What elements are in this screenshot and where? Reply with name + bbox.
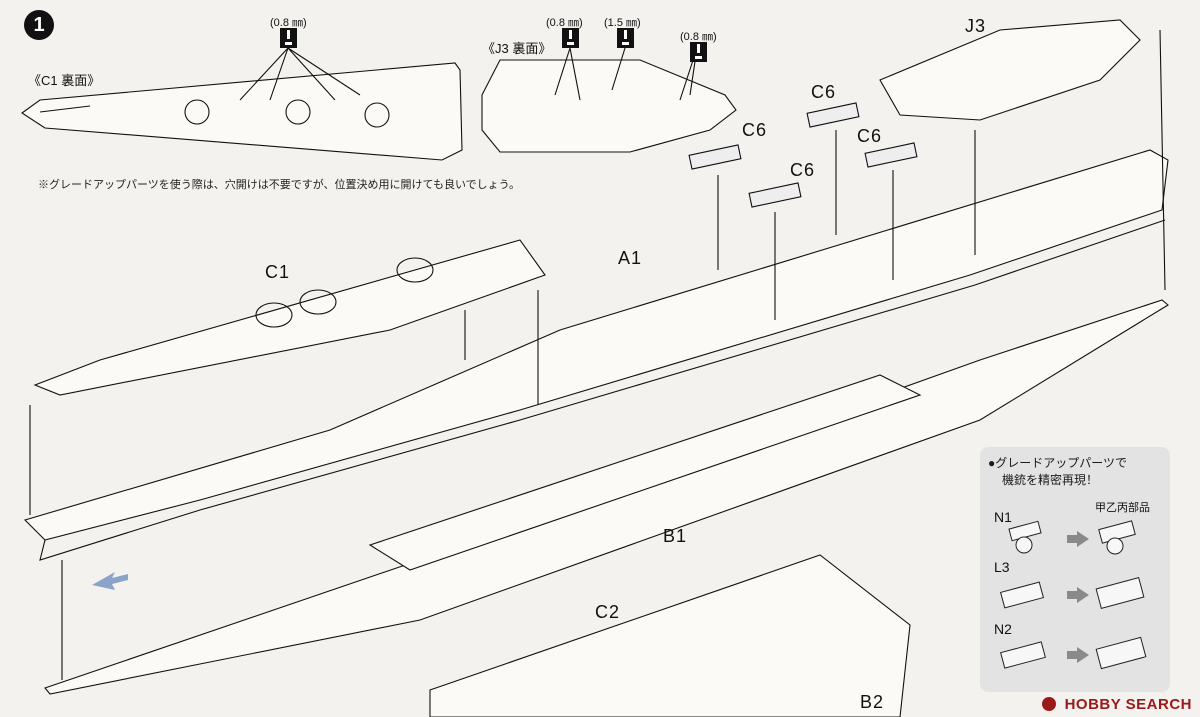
- drill-size-label: (0.8 ㎜): [270, 17, 307, 29]
- upgrade-parts-panel: ●グレードアップパーツで 機銃を精密再現！ 甲乙丙部品 N1 L3 N2: [980, 447, 1170, 692]
- upgrade-panel-title-line1: ●グレードアップパーツで: [988, 456, 1128, 470]
- upgrade-panel-title-line2: 機銃を精密再現！: [1002, 473, 1099, 487]
- part-label-c2: C2: [595, 602, 621, 622]
- j3-underside-label: 《J3 裏面》: [482, 41, 552, 56]
- part-label-b1: B1: [663, 526, 688, 546]
- c6-part-4: [864, 142, 918, 168]
- c6-part-2: [748, 182, 802, 208]
- part-label-j3: J3: [965, 16, 987, 36]
- step-number-badge: 1: [24, 10, 54, 40]
- j3-underside-outline: [481, 59, 737, 153]
- drill-icon: [562, 28, 579, 48]
- c6-part-1: [688, 144, 742, 170]
- part-label-c6: C6: [742, 120, 768, 140]
- c2-deck-outline: [429, 554, 911, 717]
- j3-deck-outline: [879, 19, 1141, 121]
- part-label-b2: B2: [860, 692, 885, 712]
- drill-size-label: (0.8 ㎜): [546, 17, 583, 29]
- c1-deck-outline: [33, 239, 546, 396]
- c6-part-3: [806, 102, 860, 128]
- arrow-right-icon: [1067, 587, 1089, 603]
- drill-icon: [690, 42, 707, 62]
- watermark-text: HOBBY SEARCH: [1064, 696, 1192, 713]
- arrow-right-icon: [1067, 531, 1089, 547]
- bow-direction-arrow: [92, 572, 128, 590]
- upgrade-gun-sketches: [999, 520, 1147, 670]
- upgrade-column-header: 甲乙丙部品: [1095, 502, 1150, 514]
- part-label-c6: C6: [790, 160, 816, 180]
- upgrade-row-part: L3: [994, 559, 1010, 575]
- drill-icon: [617, 28, 634, 48]
- part-label-c6: C6: [811, 82, 837, 102]
- hobbysearch-logo-icon: [1041, 697, 1056, 711]
- upgrade-panel-title: ●グレードアップパーツで 機銃を精密再現！: [988, 455, 1163, 489]
- c1-underside-outline: [21, 62, 463, 161]
- drill-size-label: (1.5 ㎜): [604, 17, 641, 29]
- upgrade-row-part: N2: [994, 621, 1012, 637]
- upgrade-row-part: N1: [994, 509, 1012, 525]
- part-label-c1: C1: [265, 262, 291, 282]
- part-label-c6: C6: [857, 126, 883, 146]
- a1-deck-outline: [23, 149, 1169, 541]
- part-label-a1: A1: [618, 248, 643, 268]
- drill-size-label: (0.8 ㎜): [680, 31, 717, 43]
- watermark: HOBBY SEARCH: [1041, 696, 1192, 713]
- drilling-note: ※グレードアップパーツを使う際は、穴開けは不要ですが、位置決め用に開けても良いで…: [38, 179, 521, 191]
- c1-underside-label: 《C1 裏面》: [28, 73, 101, 88]
- drill-icon: [280, 28, 297, 48]
- arrow-right-icon: [1067, 647, 1089, 663]
